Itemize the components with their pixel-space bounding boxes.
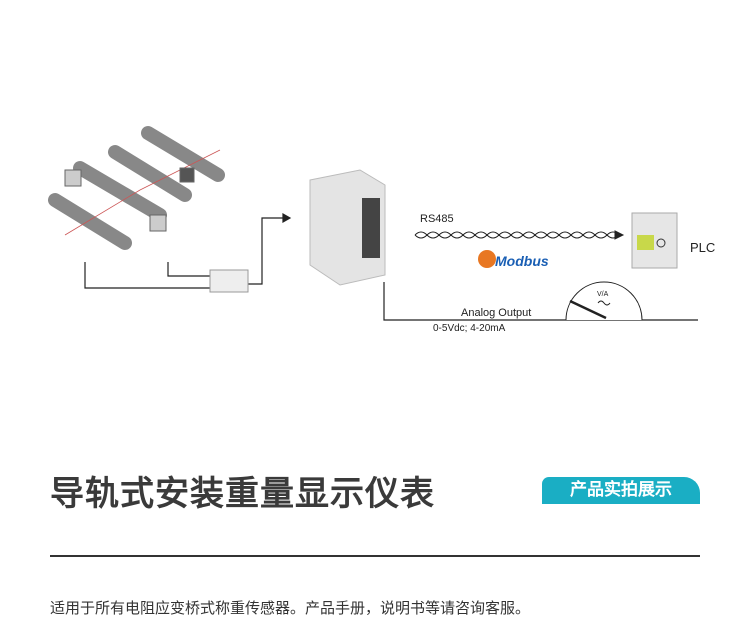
amplifier-module — [209, 269, 249, 293]
system-wiring-diagram: RS485 Modbus PLC V/A Analog Output 0-5Vd… — [48, 126, 715, 334]
cable-strand — [414, 231, 620, 236]
analog-range-label: 0-5Vdc; 4-20mA — [433, 323, 506, 334]
arrow-right-icon — [614, 230, 625, 240]
product-title: 导轨式安装重量显示仪表 — [50, 474, 435, 514]
din-rail-module — [309, 169, 386, 286]
rs485-label: RS485 — [420, 213, 454, 225]
analog-meter — [565, 281, 643, 321]
meter-label: V/A — [597, 291, 609, 298]
divider — [50, 555, 700, 557]
rs485-twisted-cable — [414, 230, 625, 240]
product-description: 适用于所有电阻应变桥式称重传感器。产品手册，说明书等请咨询客服。 — [50, 599, 531, 617]
modbus-logo-icon — [478, 250, 496, 268]
plc-label: PLC — [690, 240, 715, 255]
product-photos-badge: 产品实拍展示 — [542, 477, 700, 504]
modbus-logo: Modbus — [495, 253, 549, 269]
plc-device — [631, 212, 678, 269]
conveyor-rollers — [48, 126, 225, 250]
analog-output-label: Analog Output — [461, 307, 531, 319]
cable-strand — [414, 234, 620, 239]
